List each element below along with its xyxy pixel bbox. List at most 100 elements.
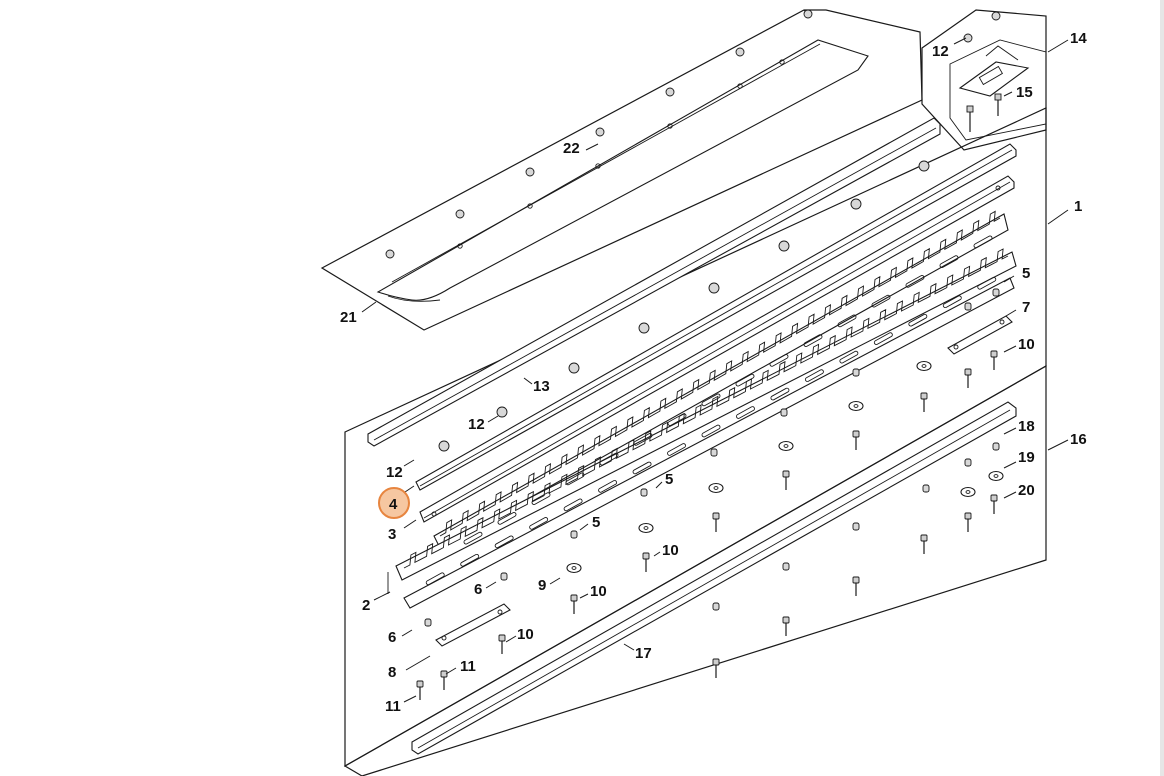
callout-21[interactable]: 21 [340,309,357,326]
blade-slot [769,354,789,367]
washer-hole [921,364,927,368]
callout-18[interactable]: 18 [1018,418,1035,435]
callout-20[interactable]: 20 [1018,482,1035,499]
blade-slot [977,276,997,290]
callout-10-low[interactable]: 10 [517,626,534,643]
washer [988,470,1004,482]
blade-slot [942,295,962,309]
spacer [424,618,432,627]
blade-slot [598,480,618,493]
callout-10-right[interactable]: 10 [1018,336,1035,353]
washer-hole [783,444,789,448]
callout-10-left[interactable]: 10 [590,583,607,600]
blade-slot [905,275,925,288]
blade-slot [873,332,893,345]
blade-slot [425,572,445,586]
blade-slots [425,235,997,586]
callout-3[interactable]: 3 [388,526,396,543]
spacer [992,442,1000,451]
callout-10-mid[interactable]: 10 [662,542,679,559]
blade-slot [494,535,514,549]
bolt-head [712,512,720,520]
blade-slot [735,373,755,387]
callout-11-right[interactable]: 11 [460,658,476,675]
spacer [500,572,508,581]
blade-slot [837,314,857,328]
callout-9[interactable]: 9 [538,577,546,594]
bolt-head [852,576,860,584]
bolt-head [642,552,650,560]
spacer [922,484,930,493]
callout-5-left[interactable]: 5 [592,514,600,531]
spacer [992,288,1000,297]
bolt-head [712,658,720,666]
guard-holes [385,9,813,259]
right-scroll-edge [1160,0,1164,776]
blade-slot [939,255,959,268]
bolt-head [498,634,506,642]
blade-slot [667,443,686,456]
spacer [964,302,972,311]
callout-13[interactable]: 13 [533,378,550,395]
spacer [640,488,648,497]
callout-7[interactable]: 7 [1022,299,1030,316]
callout-17[interactable]: 17 [635,645,652,662]
blade-slot [565,472,585,486]
callout-19[interactable]: 19 [1018,449,1035,466]
callout-14[interactable]: 14 [1070,30,1087,47]
blade-slot [839,350,859,364]
hardware [416,288,1004,700]
nuts-12 [438,160,930,452]
washer-hole [993,474,999,478]
callout-2[interactable]: 2 [362,597,370,614]
callout-22[interactable]: 22 [563,140,580,157]
washer-hole [571,566,577,570]
callout-15[interactable]: 15 [1016,84,1033,101]
blade-slot [770,387,790,401]
rail-13 [367,117,941,447]
washer-hole [643,526,649,530]
spacer [570,530,578,539]
callout-6-mid[interactable]: 6 [474,581,482,598]
callout-4[interactable]: 4 [389,496,398,513]
callout-5-right[interactable]: 5 [1022,265,1030,282]
blade-slot [804,369,824,382]
spacer [712,602,720,611]
cutter-blade-4 [433,210,1009,549]
callout-12-left[interactable]: 12 [386,464,403,481]
washer [848,400,864,412]
callout-8[interactable]: 8 [388,664,396,681]
spacer [780,408,788,417]
callout-5-mid[interactable]: 5 [665,471,673,488]
frame-16 [343,364,1047,776]
plate-7 [947,315,1013,355]
blade-slot [531,492,551,505]
callout-12-mid[interactable]: 12 [468,416,485,433]
spacer [852,368,860,377]
callout-1[interactable]: 1 [1074,198,1082,215]
callout-6-left[interactable]: 6 [388,629,396,646]
blade-slot [599,452,619,466]
highlight-circle-4[interactable] [378,487,410,519]
callout-11-left[interactable]: 11 [385,698,401,715]
washer-hole [713,486,719,490]
bolt-head [782,470,790,478]
bolt-head [964,368,972,376]
blade-slot [667,413,687,426]
blade-slot [632,461,652,475]
spacer [964,458,972,467]
washer [916,360,932,372]
washer-hole [853,404,859,408]
washer [960,486,976,498]
washer-hole [965,490,971,494]
blade-slot [563,498,583,512]
spacer [710,448,718,457]
bolt-head [570,594,578,602]
callout-16[interactable]: 16 [1070,431,1087,448]
bolt-head [990,350,998,358]
washer [778,440,794,452]
blade-slot [803,334,823,347]
callout-12-top[interactable]: 12 [932,43,949,60]
blade-slot [736,406,755,419]
